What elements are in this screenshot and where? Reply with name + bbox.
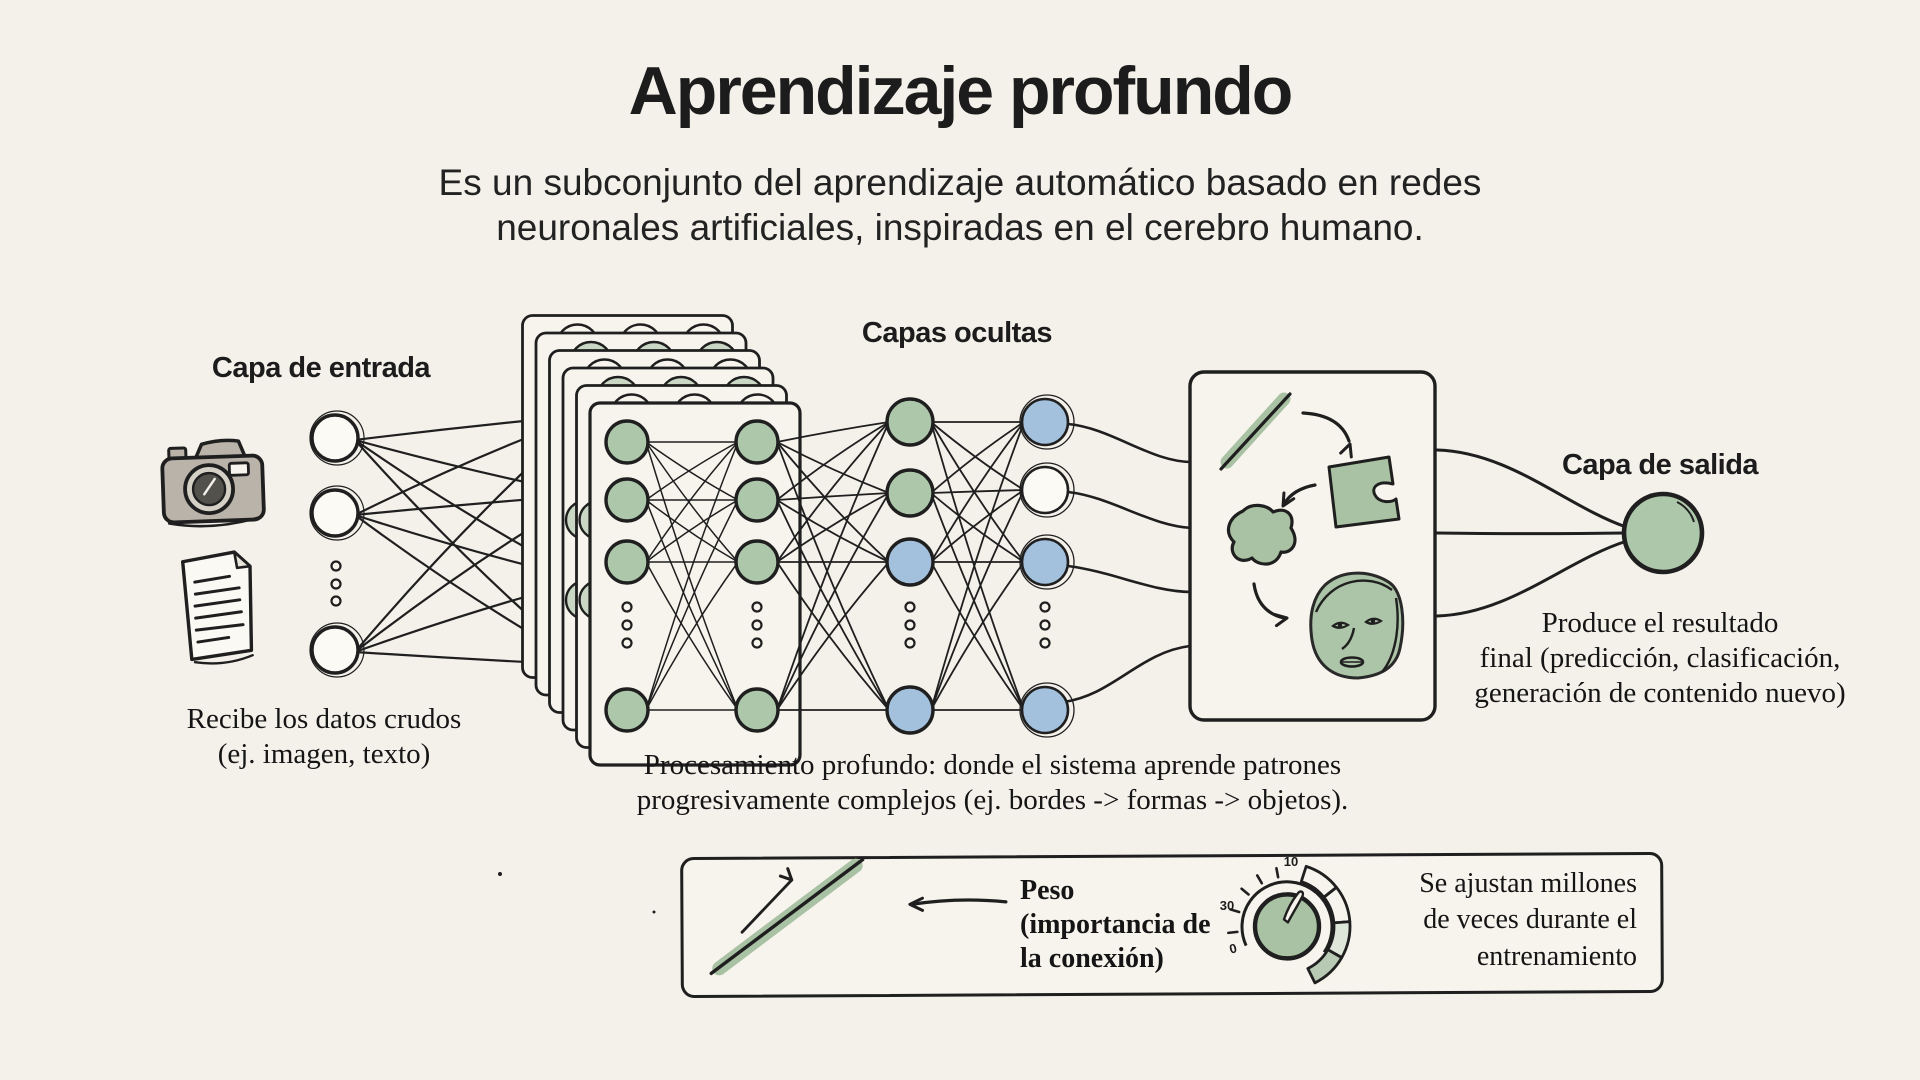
curve-arrow-down-icon (1252, 582, 1289, 628)
left-arrow-icon (908, 896, 1008, 912)
weight-line-icon (709, 857, 865, 976)
training-label: Se ajustan millones de veces durante el … (1419, 868, 1637, 972)
page-subtitle: Es un subconjunto del aprendizaje automá… (438, 162, 1482, 249)
output-layer-label: Capa de salida (1561, 449, 1759, 481)
input-layer-caption: Recibe los datos crudos (ej. imagen, tex… (186, 703, 462, 770)
to-output-connections (1435, 448, 1629, 618)
weight-label: Peso (importancia de la conexión) (1020, 875, 1211, 975)
face-icon (1309, 571, 1405, 680)
ellipsis-dots (330, 560, 1051, 649)
output-node (1621, 491, 1705, 575)
knob-scale-top: 10 (1283, 854, 1299, 869)
input-nodes (309, 410, 365, 678)
hidden-layers-caption: Procesamiento profundo: donde el sistema… (636, 749, 1349, 816)
edge-line-icon (1219, 392, 1292, 471)
to-panel-connections (1061, 422, 1194, 704)
curve-arrow-left-icon (1281, 483, 1317, 508)
hidden-layer-card-stack (521, 314, 802, 767)
puzzle-icon (1327, 455, 1401, 529)
page-title: Aprendizaje profundo (628, 53, 1294, 129)
hidden-nodes (604, 394, 1075, 738)
knob-icon (1227, 864, 1352, 985)
camera-icon (160, 438, 266, 528)
hidden-layers-label: Capas ocultas (861, 317, 1053, 349)
knob-scale-left: 30 (1219, 898, 1235, 913)
output-layer-caption: Produce el resultado final (predicción, … (1474, 607, 1846, 709)
blob-icon (1226, 503, 1297, 566)
hidden-connections (645, 421, 1025, 711)
input-layer-label: Capa de entrada (211, 352, 431, 384)
legend-box (680, 851, 1664, 998)
document-icon (180, 550, 254, 665)
ink-specks (498, 872, 656, 914)
feature-panel (1188, 370, 1437, 722)
curve-arrow-right-icon (1301, 411, 1353, 459)
